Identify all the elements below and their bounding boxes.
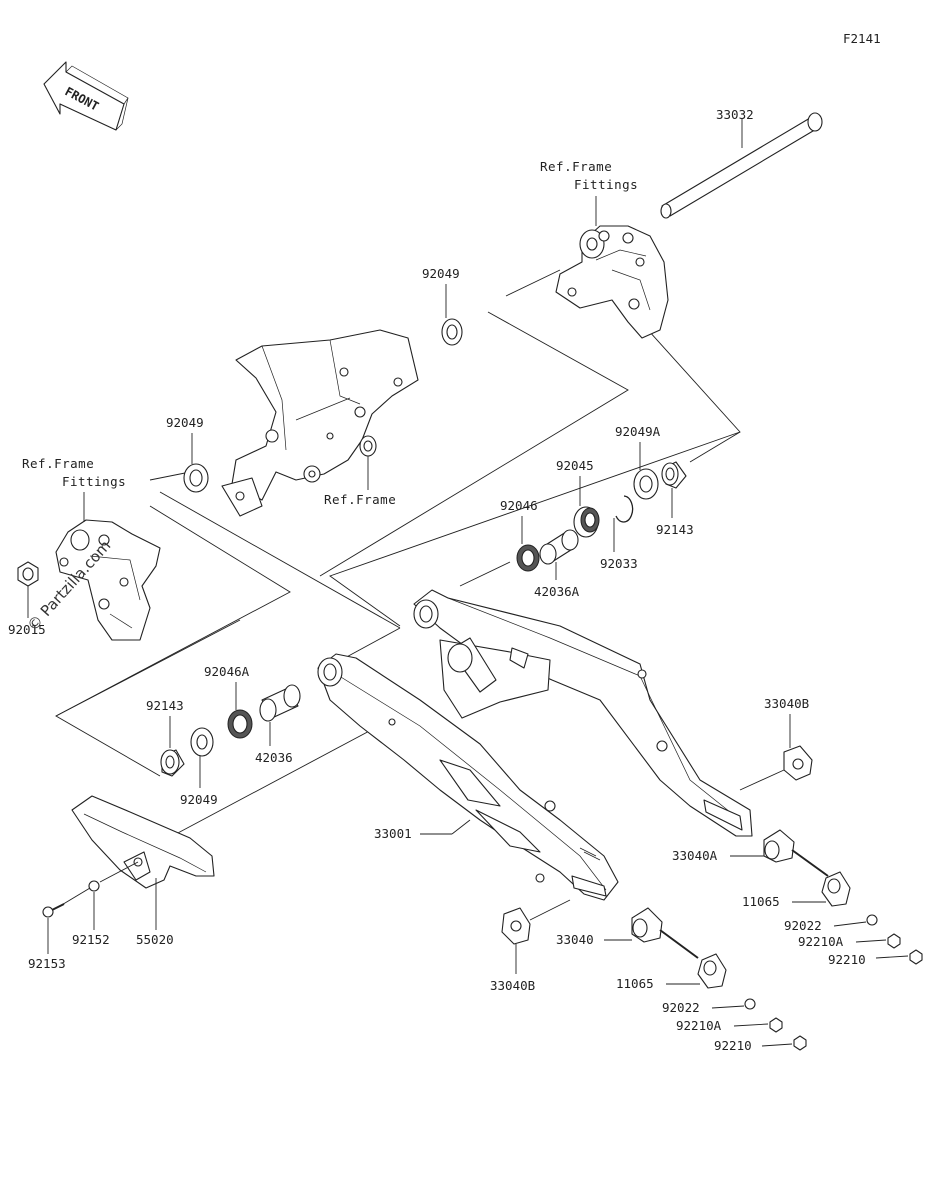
part-label-92153: 92153 bbox=[28, 956, 66, 971]
collar-92143-right bbox=[661, 461, 687, 489]
part-label-92015: 92015 bbox=[8, 622, 46, 637]
ref-frame-fittings-left-line1: Ref.Frame bbox=[22, 456, 94, 471]
part-label-92152: 92152 bbox=[72, 932, 110, 947]
part-label-33040B-bottom: 33040B bbox=[490, 978, 535, 993]
part-label-92210A-bottom: 92210A bbox=[676, 1018, 722, 1033]
part-label-92143-right: 92143 bbox=[656, 522, 694, 537]
chain-guard bbox=[71, 795, 215, 889]
washer-92022-right bbox=[866, 914, 878, 926]
part-label-33040B-right: 33040B bbox=[764, 696, 809, 711]
part-label-92046: 92046 bbox=[500, 498, 538, 513]
part-label-92045: 92045 bbox=[556, 458, 594, 473]
washer-92049-left bbox=[183, 463, 209, 493]
part-label-92143-left: 92143 bbox=[146, 698, 184, 713]
needle-bearing-92046A bbox=[227, 709, 253, 739]
pivot-shaft bbox=[660, 112, 823, 219]
main-frame bbox=[221, 329, 419, 517]
part-label-92210A-right: 92210A bbox=[798, 934, 844, 949]
part-label-42036A: 42036A bbox=[534, 584, 580, 599]
washer-92049A bbox=[633, 468, 659, 500]
part-label-55020: 55020 bbox=[136, 932, 174, 947]
nut-92210-bottom bbox=[793, 1035, 807, 1051]
washer-92049-bottom bbox=[190, 727, 214, 757]
collar-92143-left bbox=[160, 749, 185, 777]
nut-92210A-right bbox=[887, 933, 901, 949]
washer-92049-top bbox=[441, 318, 463, 346]
ref-frame-fittings-left-line2: Fittings bbox=[62, 474, 126, 489]
part-label-92046A: 92046A bbox=[204, 664, 250, 679]
adjuster-block-11065-bottom bbox=[697, 953, 727, 989]
swingarm bbox=[317, 589, 753, 901]
nut-92015 bbox=[17, 561, 39, 587]
washer-92022-bottom bbox=[744, 998, 756, 1010]
part-label-92022-bottom: 92022 bbox=[662, 1000, 700, 1015]
part-label-11065-right: 11065 bbox=[742, 894, 780, 909]
front-arrow-icon: FRONT bbox=[43, 61, 129, 131]
diagram-code: F2141 bbox=[843, 31, 881, 46]
chain-adjuster-33040A bbox=[763, 829, 829, 877]
ref-frame-label: Ref.Frame bbox=[324, 492, 396, 507]
part-label-92022-right: 92022 bbox=[784, 918, 822, 933]
collar-42036 bbox=[259, 684, 301, 722]
part-label-92210-bottom: 92210 bbox=[714, 1038, 752, 1053]
bearing-92045 bbox=[573, 506, 600, 538]
part-label-11065-bottom: 11065 bbox=[616, 976, 654, 991]
ref-frame-fittings-upper-line1: Ref.Frame bbox=[540, 159, 612, 174]
chain-adjuster-33040B-bottom bbox=[501, 907, 531, 945]
part-label-92049-bottom: 92049 bbox=[180, 792, 218, 807]
part-label-33001: 33001 bbox=[374, 826, 412, 841]
needle-bearing-92046 bbox=[516, 544, 540, 572]
part-label-33032: 33032 bbox=[716, 107, 754, 122]
part-label-92049-top: 92049 bbox=[422, 266, 460, 281]
frame-fitting-left bbox=[55, 519, 161, 641]
nut-92210A-bottom bbox=[769, 1017, 783, 1033]
part-label-92210-right: 92210 bbox=[828, 952, 866, 967]
part-label-92049A: 92049A bbox=[615, 424, 661, 439]
adjuster-block-11065-right bbox=[821, 871, 851, 907]
snap-ring-92033 bbox=[615, 495, 634, 523]
chain-adjuster-33040B-right bbox=[783, 745, 813, 781]
part-label-33040: 33040 bbox=[556, 932, 594, 947]
ref-frame-fittings-upper-line2: Fittings bbox=[574, 177, 638, 192]
nut-92210-right bbox=[909, 949, 923, 965]
collar-42036A bbox=[539, 529, 579, 565]
frame-fitting-upper bbox=[555, 225, 669, 339]
chain-adjuster-33040 bbox=[631, 907, 699, 959]
part-label-92033: 92033 bbox=[600, 556, 638, 571]
part-label-92049-left: 92049 bbox=[166, 415, 204, 430]
washer-92152 bbox=[88, 880, 100, 892]
part-label-42036: 42036 bbox=[255, 750, 293, 765]
part-label-33040A: 33040A bbox=[672, 848, 718, 863]
